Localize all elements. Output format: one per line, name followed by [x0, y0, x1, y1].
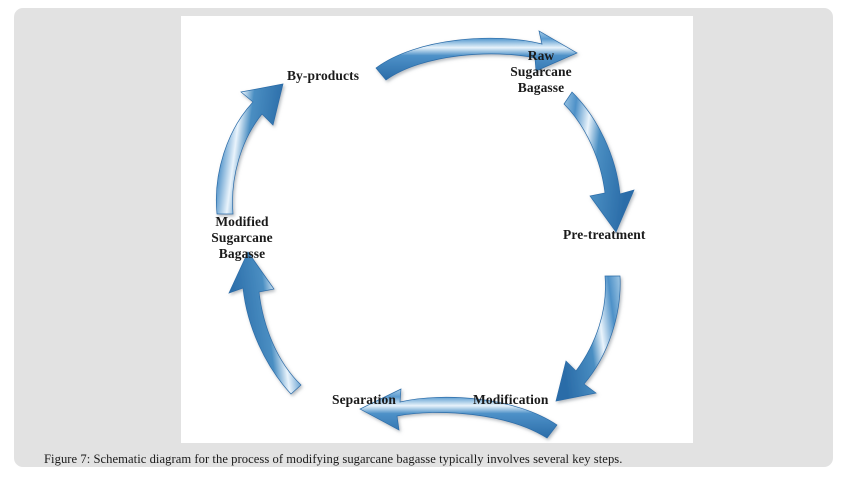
figure-caption: Figure 7: Schematic diagram for the proc…: [44, 452, 623, 466]
arrow-separation-to-modified: [228, 251, 302, 395]
figure-panel: Raw Sugarcane Bagasse Pre-treatment Modi…: [181, 16, 693, 443]
arrow-pretreatment-to-modification: [555, 275, 621, 402]
arrow-modified-to-byproducts: [216, 83, 284, 215]
node-label-pre-treatment: Pre-treatment: [563, 227, 646, 242]
arrow-byproducts-to-raw: [375, 30, 578, 81]
node-label-modification: Modification: [473, 392, 549, 407]
arrow-raw-to-pretreatment: [563, 91, 635, 233]
cycle-diagram: [216, 30, 635, 439]
node-label-raw-sugarcane-bagasse: Raw Sugarcane Bagasse: [510, 48, 572, 95]
node-label-by-products: By-products: [286, 68, 360, 83]
figure-card: Raw Sugarcane Bagasse Pre-treatment Modi…: [14, 8, 833, 467]
node-label-separation: Separation: [331, 392, 396, 407]
node-label-modified-sugarcane-bagasse: Modified Sugarcane Bagasse: [211, 214, 273, 261]
arrow-modification-to-separation: [359, 388, 558, 439]
